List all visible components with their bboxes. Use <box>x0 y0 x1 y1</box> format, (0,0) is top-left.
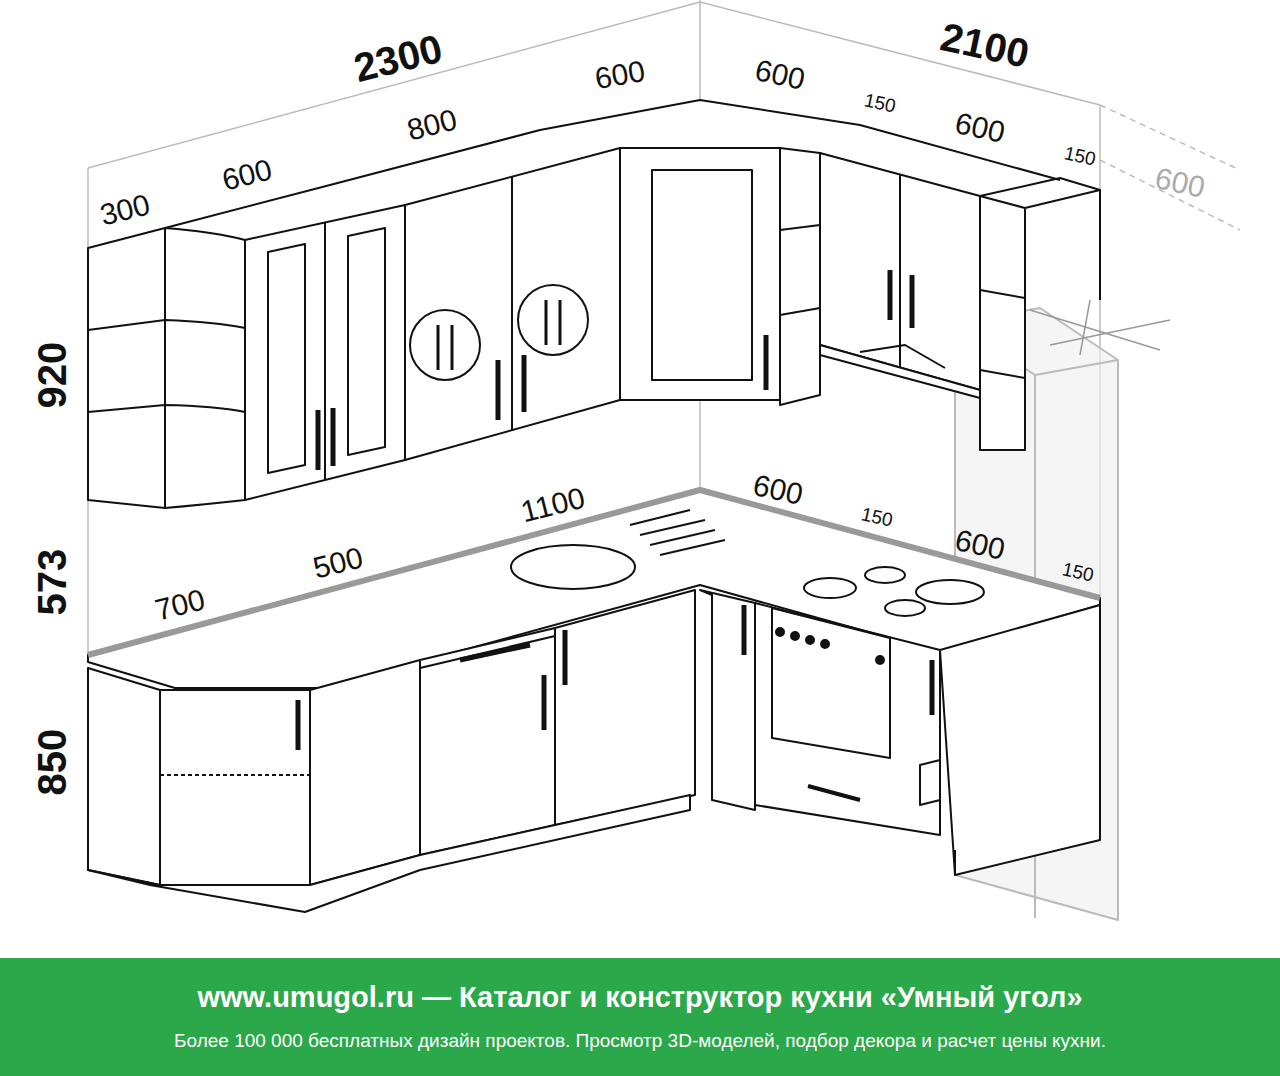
dimension-label: 600 <box>752 55 807 95</box>
dimension-label: 150 <box>1063 143 1098 168</box>
dimension-label: 2300 <box>350 28 446 88</box>
banner-heading: www.umugol.ru — Каталог и конструктор ку… <box>197 980 1082 1015</box>
dimension-label: 850 <box>32 729 72 796</box>
dimension-label: 573 <box>32 549 72 616</box>
dimension-label: 2100 <box>937 16 1032 74</box>
dimension-label: 600 <box>1152 163 1207 203</box>
dimension-label: 150 <box>860 504 895 529</box>
banner-subtitle: Более 100 000 бесплатных дизайн проектов… <box>174 1029 1106 1054</box>
dimension-label: 500 <box>310 542 366 583</box>
banner-band: www.umugol.ru — Каталог и конструктор ку… <box>0 958 1280 1076</box>
dimension-label: 800 <box>404 104 460 145</box>
dimension-label: 920 <box>32 342 72 409</box>
dimension-label: 600 <box>593 56 648 94</box>
dimension-label: 300 <box>97 189 153 230</box>
dimension-label: 150 <box>863 90 898 115</box>
dimension-label: 600 <box>952 108 1007 148</box>
dimension-label: 600 <box>219 154 275 195</box>
dimension-label: 700 <box>152 584 208 625</box>
